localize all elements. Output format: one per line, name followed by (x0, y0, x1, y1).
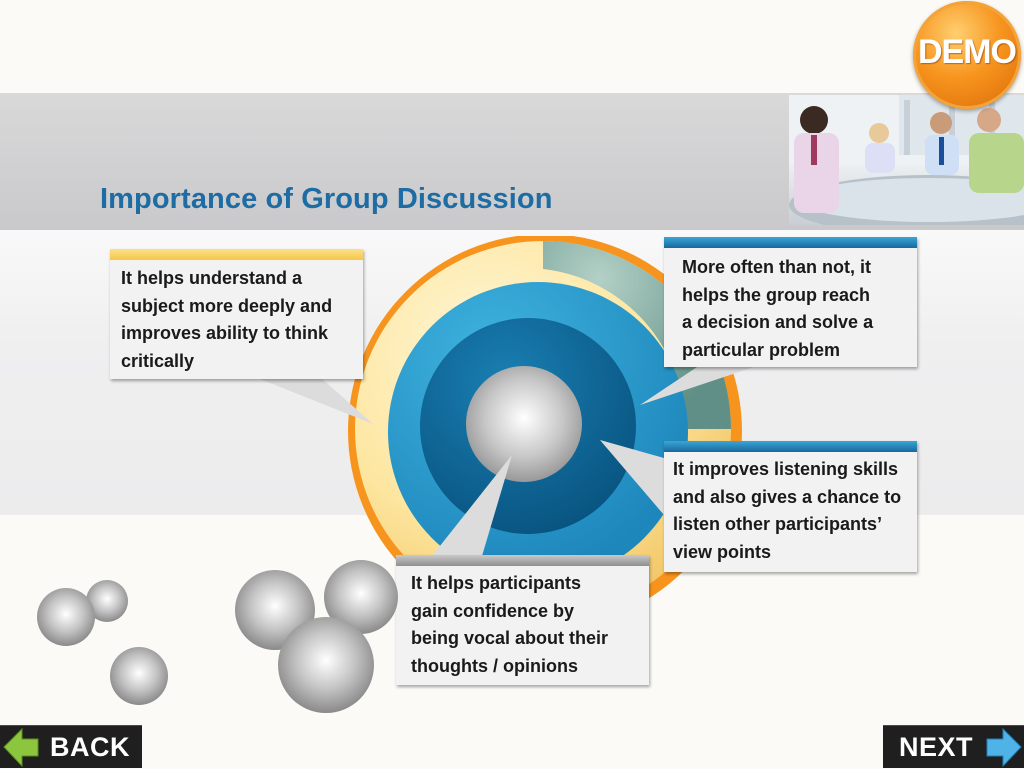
callout-text-line: critically (121, 350, 195, 371)
back-arrow-icon (3, 727, 39, 768)
sphere (278, 617, 374, 713)
sphere (324, 560, 398, 634)
back-button[interactable]: BACK (0, 725, 142, 768)
callout-text-line: a decision and solve a (682, 312, 874, 332)
callout-text-line: helps the group reach (682, 284, 871, 305)
callout-text-line: improves ability to think (121, 323, 329, 343)
next-button[interactable]: NEXT (883, 725, 1024, 768)
callout-text-line: listen other participants’ (673, 514, 883, 534)
callout-text-line: More often than not, it (682, 257, 871, 277)
decorative-spheres (37, 560, 398, 713)
demo-badge-label: DEMO (918, 33, 1017, 71)
callout-text-line: thoughts / opinions (411, 655, 578, 676)
callout-text-line: subject more deeply and (121, 295, 333, 316)
callout-text-line: being vocal about their (411, 628, 609, 648)
next-arrow-icon (986, 727, 1022, 768)
callout-accent-bar (396, 555, 649, 566)
sphere (37, 588, 95, 646)
sphere (110, 647, 168, 705)
callout-accent-bar (664, 237, 917, 248)
callout-text-line: It helps participants (411, 573, 582, 593)
callout-text-line: and also gives a chance to (673, 486, 902, 507)
core-sphere (466, 366, 582, 482)
callout-text-line: It helps understand a (121, 268, 303, 288)
next-button-label: NEXT (899, 732, 974, 762)
callout-text-line: view points (673, 541, 772, 562)
callout-confidence: It helps participants gain confidence by… (396, 555, 649, 685)
page-title: Importance of Group Discussion (100, 183, 553, 215)
callout-decision: More often than not, it helps the group … (664, 237, 917, 367)
callout-understanding: It helps understand a subject more deepl… (110, 249, 363, 379)
meeting-photo (789, 95, 1024, 225)
callout-accent-bar (664, 441, 917, 452)
demo-badge: DEMO (913, 1, 1021, 109)
callout-accent-bar (110, 249, 363, 260)
callout-text-line: particular problem (682, 339, 841, 360)
sphere (86, 580, 128, 622)
callout-text-line: gain confidence by (411, 600, 575, 621)
callout-text-line: It improves listening skills (673, 459, 899, 479)
callout-listening: It improves listening skills and also gi… (664, 441, 917, 572)
back-button-label: BACK (50, 732, 130, 762)
